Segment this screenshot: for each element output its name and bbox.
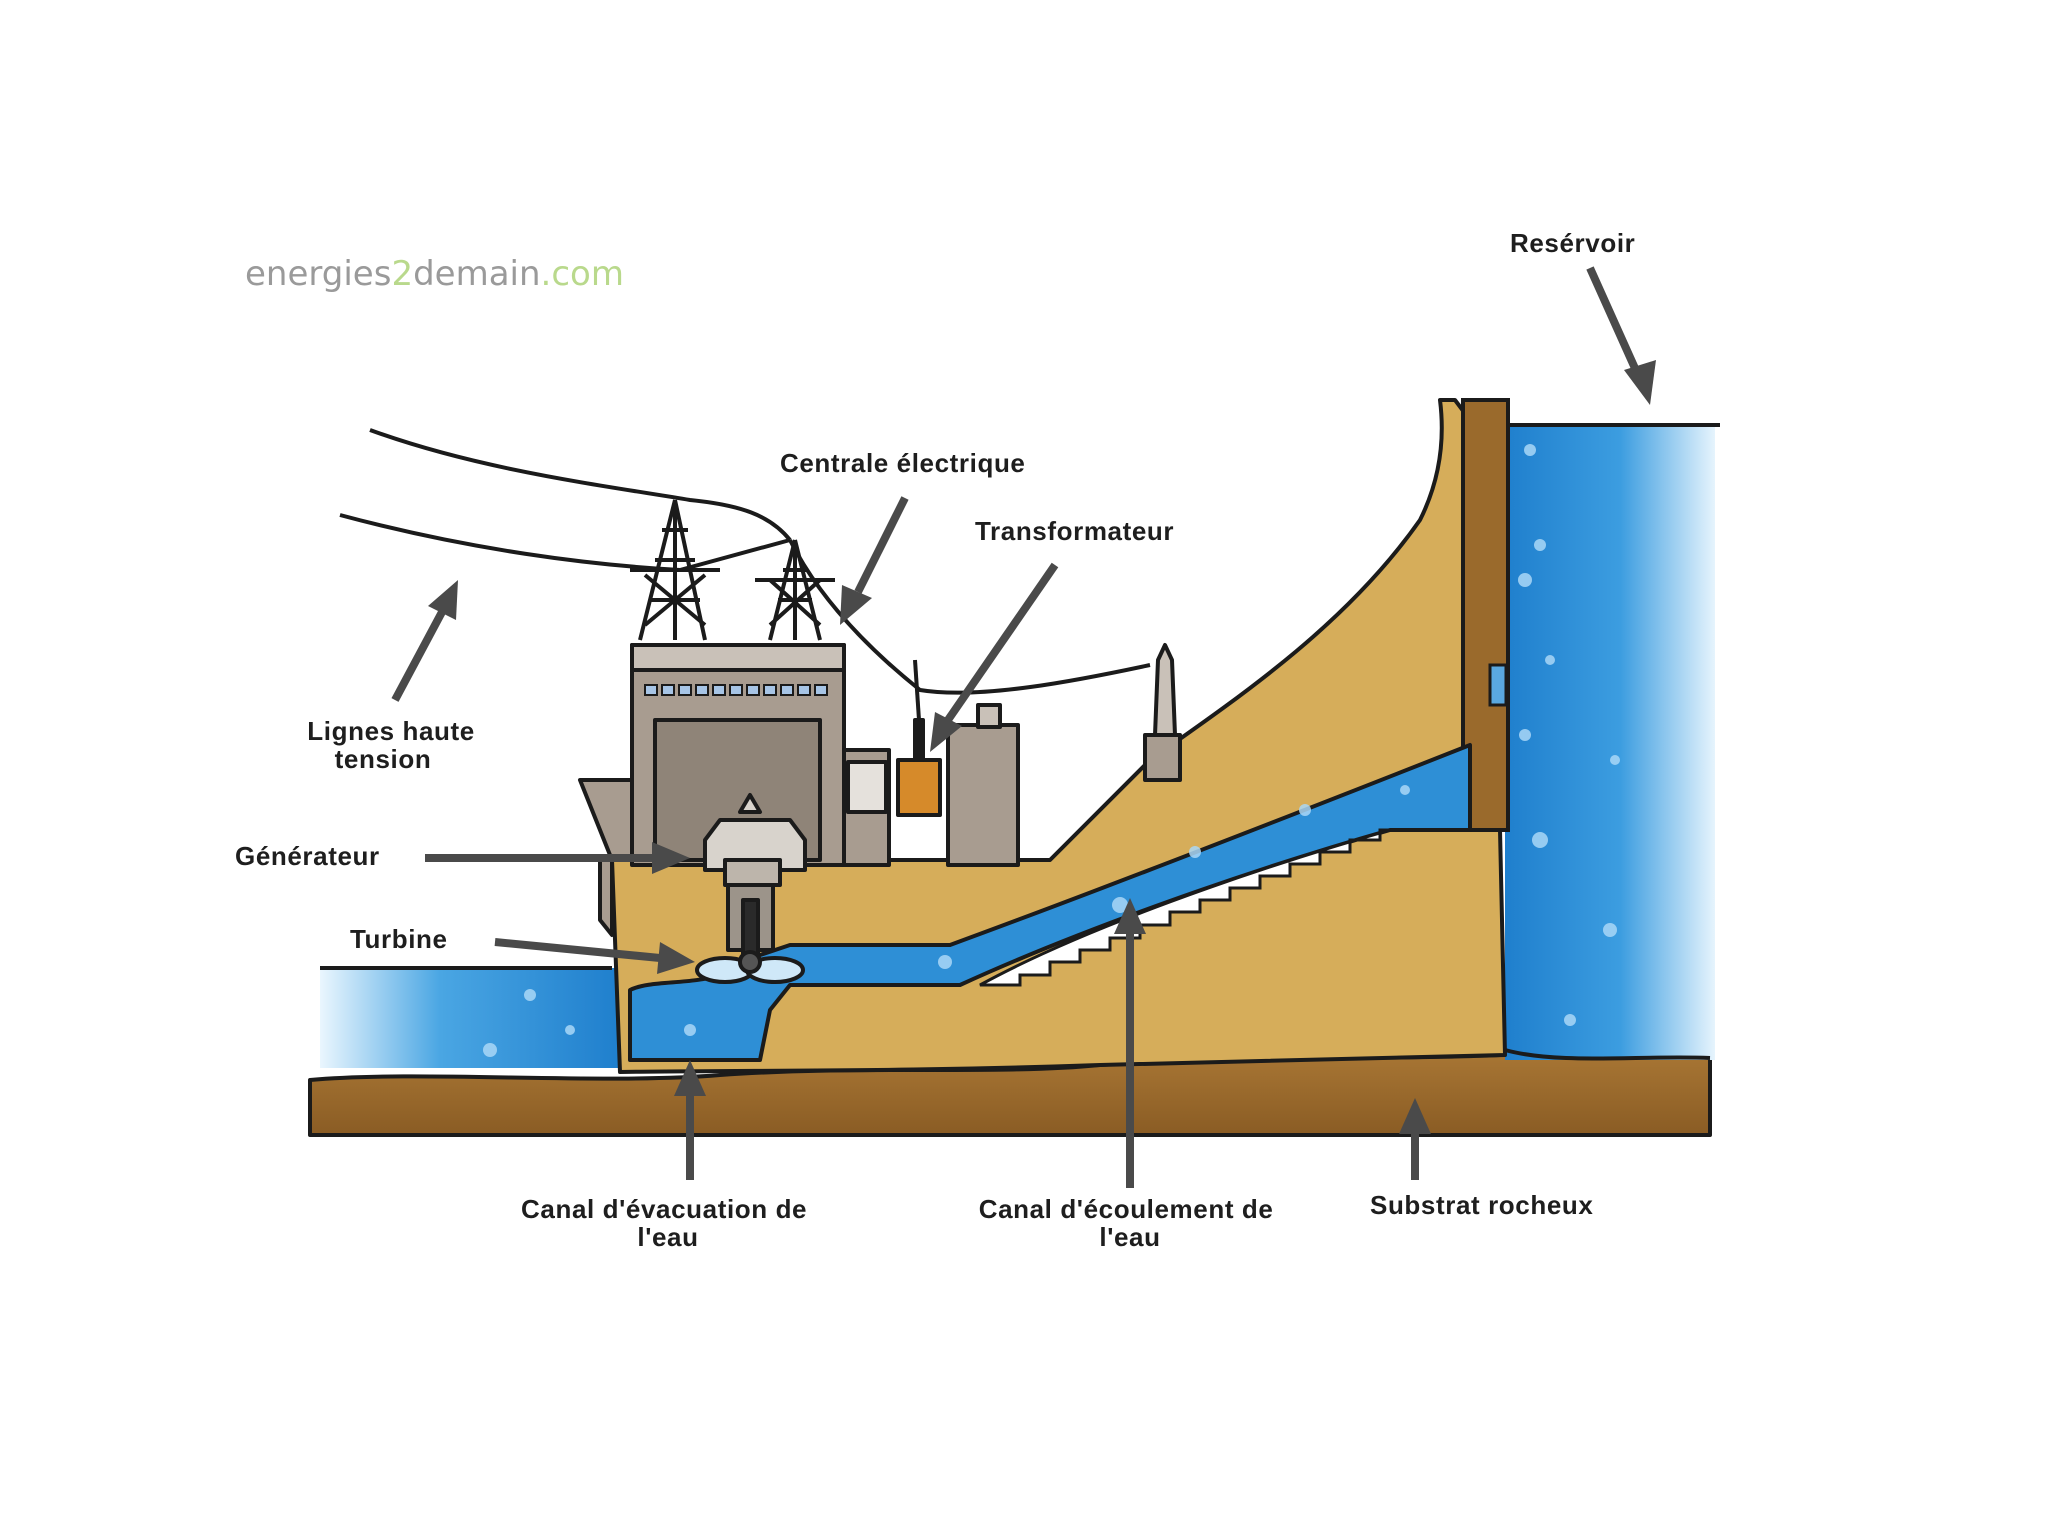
label-lignes-line2: tension	[335, 744, 432, 774]
reservoir-water	[1505, 425, 1715, 1060]
generator	[703, 793, 807, 887]
brand-part-3: demain	[413, 254, 540, 294]
turbine-shaft	[726, 883, 775, 957]
transformer	[896, 659, 1002, 817]
transmission-pylon-2	[755, 539, 835, 641]
label-ecoulement-line2: l'eau	[1099, 1222, 1160, 1252]
label-lignes: Lignes haute tension	[307, 716, 482, 774]
label-centrale: Centrale électrique	[780, 448, 1026, 478]
water-bubbles	[483, 444, 1620, 1057]
turbine	[695, 950, 805, 984]
arrow-generateur	[425, 842, 690, 874]
label-reservoir: Resérvoir	[1510, 228, 1635, 258]
label-ecoulement-line1: Canal d'écoulement de	[979, 1194, 1274, 1224]
brand-logo: energies2demain.com	[245, 254, 624, 294]
dam-body	[610, 398, 1507, 1074]
label-evacuation-line2: l'eau	[637, 1222, 698, 1252]
svg-text:energies2demain.com: energies2demain.com	[245, 254, 624, 294]
label-evacuation-line1: Canal d'évacuation de	[521, 1194, 807, 1224]
label-transformateur: Transformateur	[975, 516, 1174, 546]
arrow-ecoulement	[1114, 898, 1146, 1188]
label-lignes-line1: Lignes haute	[307, 716, 475, 746]
label-evacuation: Canal d'évacuation de l'eau	[521, 1194, 815, 1252]
brand-part-4: .com	[541, 254, 624, 294]
brand-part-1: energies	[245, 254, 391, 294]
arrow-substrat	[1399, 1098, 1431, 1180]
arrow-turbine	[494, 938, 695, 974]
label-generateur: Générateur	[235, 841, 380, 871]
label-substrat: Substrat rocheux	[1370, 1190, 1593, 1220]
building-windows	[644, 684, 828, 696]
arrow-evacuation	[674, 1060, 706, 1180]
brand-part-2: 2	[391, 254, 413, 294]
arrow-transformateur	[930, 562, 1059, 752]
transmission-pylon-1	[630, 499, 720, 641]
label-ecoulement: Canal d'écoulement de l'eau	[979, 1194, 1282, 1252]
arrow-centrale	[840, 496, 909, 625]
reservoir-bank	[1504, 1048, 1711, 1061]
label-turbine: Turbine	[350, 924, 448, 954]
penstock-stairs	[979, 828, 1391, 987]
tailwater	[320, 968, 620, 1068]
arrow-reservoir	[1586, 266, 1656, 405]
arrow-lignes	[391, 580, 458, 702]
gate-slot	[1488, 663, 1508, 707]
